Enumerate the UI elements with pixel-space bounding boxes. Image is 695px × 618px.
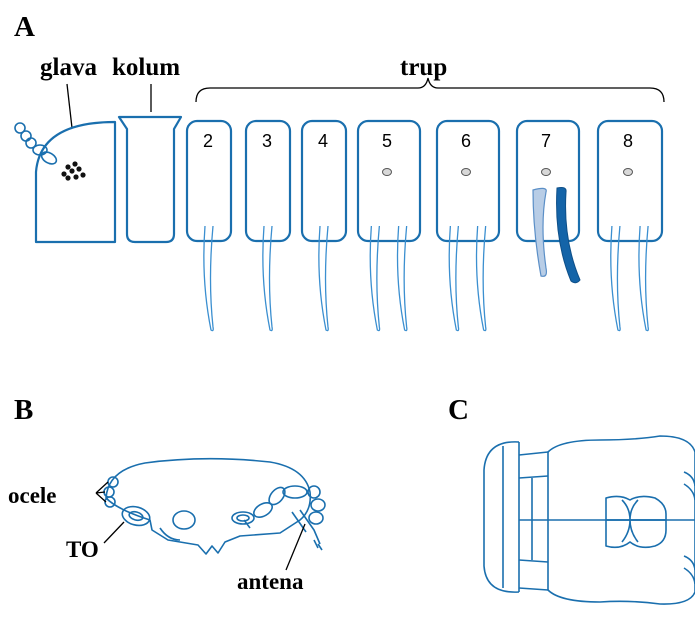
segment-number: 4 [318,131,328,151]
label-glava: glava [40,54,97,81]
panel-b-label: B [14,394,33,426]
furca-dark [557,188,580,283]
to-pointer [104,522,124,543]
collum-outline [119,117,181,242]
segment-number: 7 [541,131,551,151]
segment-number: 5 [382,131,392,151]
body-segment-5: 5 [358,121,420,331]
glava-pointer [67,84,72,128]
label-antena: antena [237,569,304,594]
label-ocele: ocele [8,483,57,508]
spiracle [542,169,551,176]
central-eye [173,511,195,529]
body-segment-3: 3 [246,121,290,331]
body-segment-6: 6 [437,121,499,331]
furca-light [533,188,546,276]
right-edge-lobes [684,472,695,584]
mouthpart [160,528,180,540]
gnathochilarium-stipes [519,452,548,590]
trup-bracket [196,78,664,102]
spiracle [383,169,392,176]
panel-c-label: C [448,394,469,426]
antenna-small [15,123,58,166]
panel-c: C [448,394,695,604]
segments: 2 3 4 5 6 7 8 [187,121,662,331]
labial-plates [606,496,666,520]
label-trup: trup [400,54,447,81]
label-to: TO [66,537,99,562]
furca [533,188,580,283]
head [15,122,115,242]
label-kolum: kolum [112,54,180,81]
antenna-b [232,484,325,550]
panel-b: B [8,394,325,594]
spiracle [462,169,471,176]
panel-a: A glava kolum trup [14,11,664,331]
segment-number: 6 [461,131,471,151]
eye-spots [61,161,85,180]
body-segment-8: 8 [598,121,662,331]
segment-number: 3 [262,131,272,151]
body-segment-4: 4 [302,121,346,331]
panel-a-label: A [14,11,35,43]
antena-pointer [286,524,305,570]
spiracle [624,169,633,176]
segment-number: 8 [623,131,633,151]
head-ventral-rim [484,442,519,592]
body-segment-2: 2 [187,121,231,331]
head-outline [36,122,115,242]
body-segment-7: 7 [517,121,579,241]
segment-number: 2 [203,131,213,151]
